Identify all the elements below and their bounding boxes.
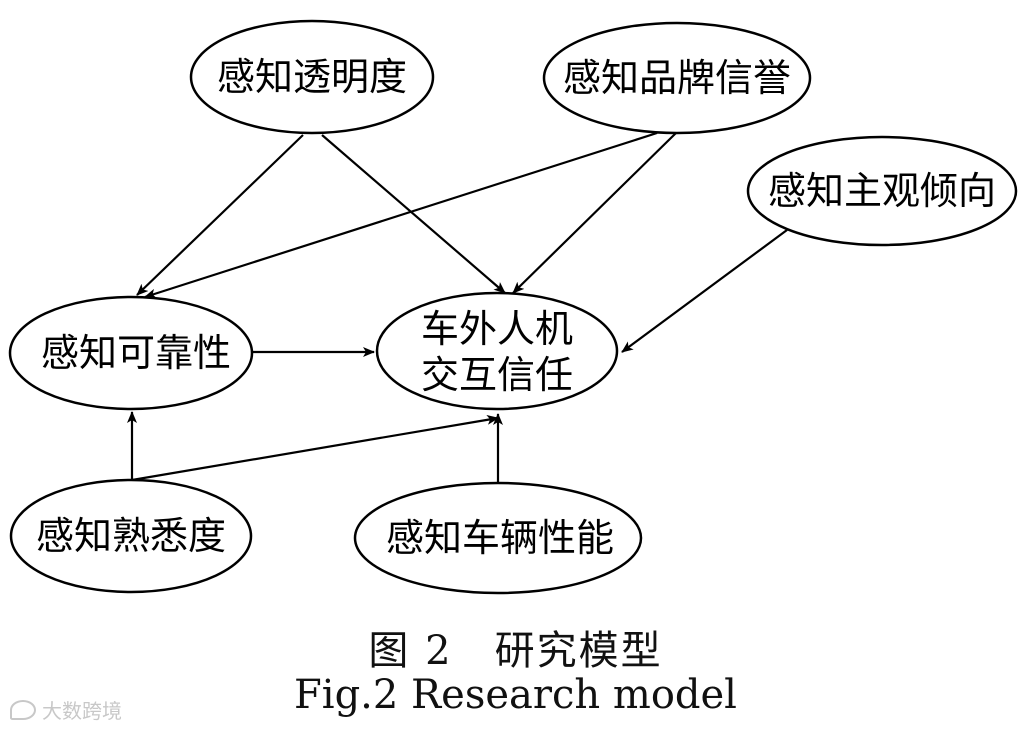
node-trust: 车外人机 交互信任 bbox=[375, 291, 619, 411]
edge-subjective-trust bbox=[621, 229, 788, 353]
edge-brand-trust bbox=[512, 132, 677, 294]
node-familiarity-label: 感知熟悉度 bbox=[36, 514, 226, 558]
watermark: 大数跨境 bbox=[10, 695, 122, 724]
node-brand-label: 感知品牌信誉 bbox=[563, 56, 791, 100]
watermark-logo-icon bbox=[10, 699, 36, 720]
watermark-text: 大数跨境 bbox=[42, 699, 122, 723]
node-familiarity: 感知熟悉度 bbox=[9, 478, 253, 594]
node-transparency: 感知透明度 bbox=[189, 19, 435, 135]
node-subjective: 感知主观倾向 bbox=[746, 135, 1018, 247]
research-model-diagram: 感知透明度 感知品牌信誉 感知主观倾向 感知可靠性 车外人机 交互信任 感知熟悉… bbox=[8, 19, 1018, 595]
figure-caption-chinese: 图 2 研究模型 bbox=[0, 618, 1031, 676]
figure-title-chinese: 研究模型 bbox=[494, 628, 663, 674]
node-brand: 感知品牌信誉 bbox=[542, 21, 812, 135]
edge-transparency-reliability bbox=[136, 134, 304, 296]
node-trust-label-line-1: 车外人机 bbox=[421, 307, 573, 351]
node-transparency-label: 感知透明度 bbox=[217, 55, 407, 99]
node-reliability-label: 感知可靠性 bbox=[41, 331, 231, 375]
edge-brand-reliability bbox=[144, 131, 658, 299]
edge-familiarity-trust bbox=[131, 414, 499, 482]
node-performance-label: 感知车辆性能 bbox=[386, 516, 614, 560]
figure-caption-english: Fig.2 Research model bbox=[294, 672, 737, 718]
node-subjective-label: 感知主观倾向 bbox=[768, 169, 996, 213]
edges-layer bbox=[127, 131, 788, 483]
node-trust-label-line-2: 交互信任 bbox=[421, 353, 573, 397]
node-reliability: 感知可靠性 bbox=[8, 295, 254, 411]
figure-number: 图 2 bbox=[368, 628, 453, 674]
edge-transparency-trust bbox=[321, 134, 506, 294]
node-performance: 感知车辆性能 bbox=[353, 481, 643, 595]
nodes-layer: 感知透明度 感知品牌信誉 感知主观倾向 感知可靠性 车外人机 交互信任 感知熟悉… bbox=[8, 19, 1018, 595]
